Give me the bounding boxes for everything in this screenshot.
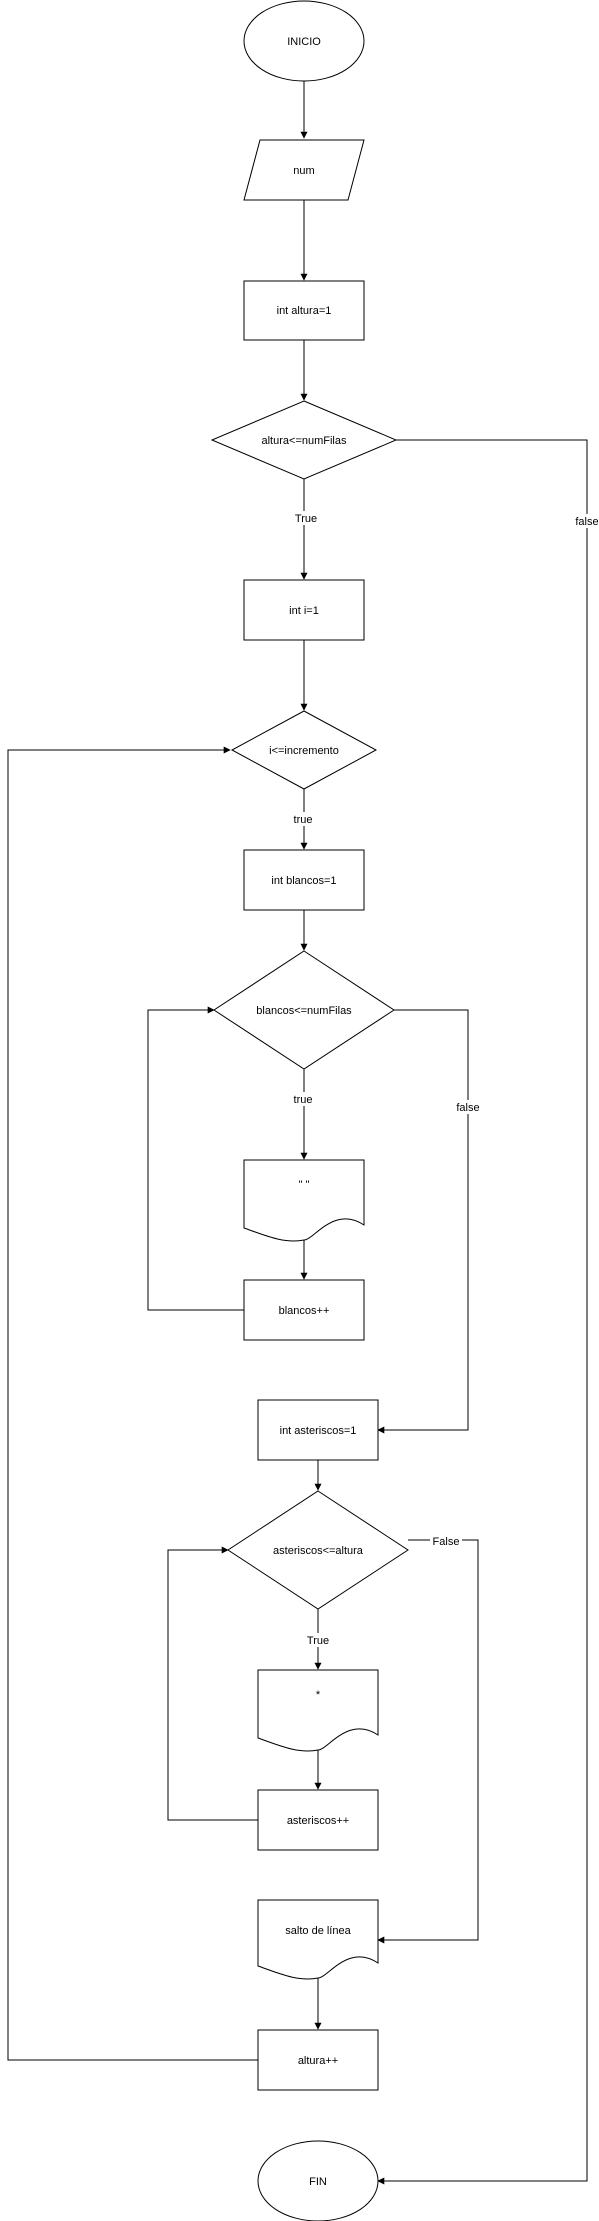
- node-inc-blancos-label: blancos++: [279, 1305, 330, 1317]
- node-cond-altura: altura<=numFilas: [210, 400, 398, 480]
- node-inc-altura-label: altura++: [298, 2055, 338, 2067]
- node-start-label: INICIO: [287, 36, 321, 48]
- node-inc-asteriscos: asteriscos++: [257, 1789, 379, 1851]
- node-init-altura: int altura=1: [243, 280, 365, 341]
- edges: [7, 81, 588, 2185]
- label-blancos-false: false: [456, 1102, 479, 1114]
- node-init-asteriscos: int asteriscos=1: [257, 1399, 379, 1461]
- node-cond-altura-label: altura<=numFilas: [262, 435, 347, 447]
- label-altura-false: false: [575, 516, 598, 528]
- label-asteriscos-true: True: [307, 1635, 329, 1647]
- node-input-num-label: num: [293, 165, 314, 177]
- node-print-star: *: [257, 1669, 379, 1752]
- node-print-newline-label: salto de línea: [285, 1925, 351, 1937]
- node-init-blancos: int blancos=1: [243, 849, 365, 911]
- edge-cond-altura-false: [377, 439, 588, 2185]
- node-end: FIN: [257, 2140, 379, 2221]
- edge-inc-altura-loop: [7, 746, 258, 2061]
- node-print-newline: salto de línea: [257, 1899, 379, 1980]
- node-print-star-label: *: [316, 1689, 321, 1701]
- node-init-i: int i=1: [243, 579, 365, 641]
- node-init-i-label: int i=1: [289, 605, 319, 617]
- edge-labels: True false true true false True False: [292, 511, 599, 1647]
- edge-inc-ast-loop: [167, 1546, 258, 1821]
- node-cond-i-label: i<=incremento: [269, 745, 339, 757]
- label-blancos-true: true: [294, 1094, 313, 1106]
- node-end-label: FIN: [309, 2176, 327, 2188]
- node-cond-asteriscos-label: asteriscos<=altura: [273, 1545, 364, 1557]
- node-print-space: " ": [243, 1159, 365, 1242]
- node-init-blancos-label: int blancos=1: [271, 875, 336, 887]
- node-input-num: num: [243, 139, 365, 201]
- node-inc-asteriscos-label: asteriscos++: [287, 1815, 349, 1827]
- node-cond-blancos: blancos<=numFilas: [213, 950, 395, 1070]
- label-altura-true: True: [295, 513, 317, 525]
- edge-cond-ast-false: [377, 1539, 479, 1944]
- node-inc-altura: altura++: [257, 2029, 379, 2091]
- label-asteriscos-false: False: [433, 1536, 460, 1548]
- node-start: INICIO: [243, 0, 365, 82]
- node-cond-blancos-label: blancos<=numFilas: [256, 1005, 352, 1017]
- node-inc-blancos: blancos++: [243, 1279, 365, 1341]
- node-cond-i: i<=incremento: [230, 710, 378, 790]
- label-i-true: true: [294, 814, 313, 826]
- node-init-altura-label: int altura=1: [277, 305, 332, 317]
- node-init-asteriscos-label: int asteriscos=1: [280, 1425, 357, 1437]
- node-cond-asteriscos: asteriscos<=altura: [227, 1490, 409, 1610]
- node-print-space-label: " ": [299, 1179, 310, 1191]
- edge-cond-blancos-false: [377, 1009, 469, 1434]
- edge-inc-blancos-loop: [147, 1006, 244, 1311]
